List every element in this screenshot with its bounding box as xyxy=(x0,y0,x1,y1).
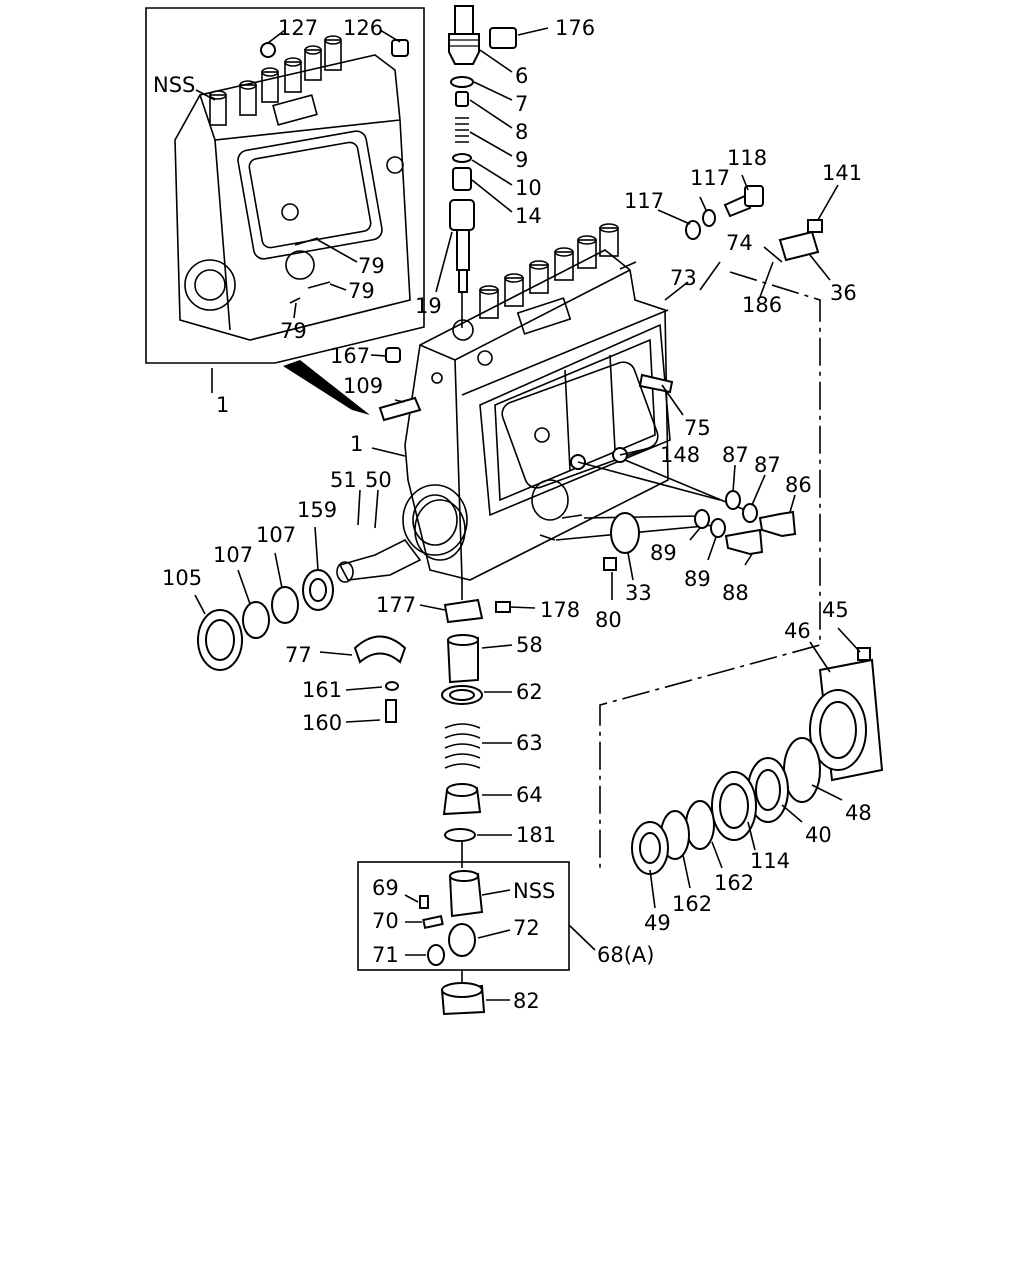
label-6: 6 xyxy=(515,64,528,88)
label-19: 19 xyxy=(415,294,442,318)
label-117-a: 117 xyxy=(690,166,730,190)
label-62: 62 xyxy=(516,680,543,704)
label-10: 10 xyxy=(515,176,542,200)
label-71: 71 xyxy=(372,943,399,967)
label-89-a: 89 xyxy=(650,541,677,565)
label-161: 161 xyxy=(302,678,342,702)
label-89-b: 89 xyxy=(684,567,711,591)
label-51: 51 xyxy=(330,468,357,492)
inset-pump-view xyxy=(145,7,425,364)
label-160: 160 xyxy=(302,711,342,735)
label-14: 14 xyxy=(515,204,542,228)
label-33: 33 xyxy=(625,581,652,605)
label-114: 114 xyxy=(750,849,790,873)
label-79-c: 79 xyxy=(280,319,307,343)
label-77: 77 xyxy=(285,643,312,667)
label-58: 58 xyxy=(516,633,543,657)
label-176: 176 xyxy=(555,16,595,40)
bolt-washers-right xyxy=(610,464,797,581)
label-141: 141 xyxy=(822,161,862,185)
label-127: 127 xyxy=(278,16,318,40)
label-109: 109 xyxy=(343,374,383,398)
label-80: 80 xyxy=(595,608,622,632)
delivery-valve-stack xyxy=(435,5,549,328)
label-148: 148 xyxy=(660,443,700,467)
label-126: 126 xyxy=(343,16,383,40)
label-167: 167 xyxy=(330,344,370,368)
label-181: 181 xyxy=(516,823,556,847)
governor-parts xyxy=(657,174,839,298)
label-107-b: 107 xyxy=(213,543,253,567)
label-162-a: 162 xyxy=(714,871,754,895)
label-1-inset: 1 xyxy=(216,393,229,417)
label-118: 118 xyxy=(727,146,767,170)
label-79-a: 79 xyxy=(358,254,385,278)
label-69: 69 xyxy=(372,876,399,900)
label-186: 186 xyxy=(742,293,782,317)
label-40: 40 xyxy=(805,823,832,847)
label-36: 36 xyxy=(830,281,857,305)
label-45: 45 xyxy=(822,598,849,622)
label-68a: 68(A) xyxy=(597,943,654,967)
label-nss-top: NSS xyxy=(153,73,195,97)
label-105: 105 xyxy=(162,566,202,590)
left-bearing-stack xyxy=(194,526,334,671)
main-pump-body xyxy=(336,223,746,600)
governor-housing-group xyxy=(599,271,884,909)
label-1-main: 1 xyxy=(350,432,363,456)
label-7: 7 xyxy=(515,92,528,116)
label-75: 75 xyxy=(684,416,711,440)
label-117-b: 117 xyxy=(624,189,664,213)
label-nss-bottom: NSS xyxy=(513,879,555,903)
label-64: 64 xyxy=(516,783,543,807)
label-79-b: 79 xyxy=(348,279,375,303)
label-72: 72 xyxy=(513,916,540,940)
label-107-a: 107 xyxy=(256,523,296,547)
label-48: 48 xyxy=(845,801,872,825)
label-162-b: 162 xyxy=(672,892,712,916)
label-82: 82 xyxy=(513,989,540,1013)
label-49: 49 xyxy=(644,911,671,935)
label-70: 70 xyxy=(372,909,399,933)
label-50: 50 xyxy=(365,468,392,492)
plunger-sub-assembly-box xyxy=(357,861,596,1016)
label-87-b: 87 xyxy=(754,453,781,477)
label-88: 88 xyxy=(722,581,749,605)
label-86: 86 xyxy=(785,473,812,497)
label-159: 159 xyxy=(297,498,337,522)
plunger-assembly-stack xyxy=(319,578,536,868)
label-46: 46 xyxy=(784,619,811,643)
label-87-a: 87 xyxy=(722,443,749,467)
label-178: 178 xyxy=(540,598,580,622)
label-8: 8 xyxy=(515,120,528,144)
label-9: 9 xyxy=(515,148,528,172)
label-63: 63 xyxy=(516,731,543,755)
label-177: 177 xyxy=(376,593,416,617)
label-74: 74 xyxy=(726,231,753,255)
